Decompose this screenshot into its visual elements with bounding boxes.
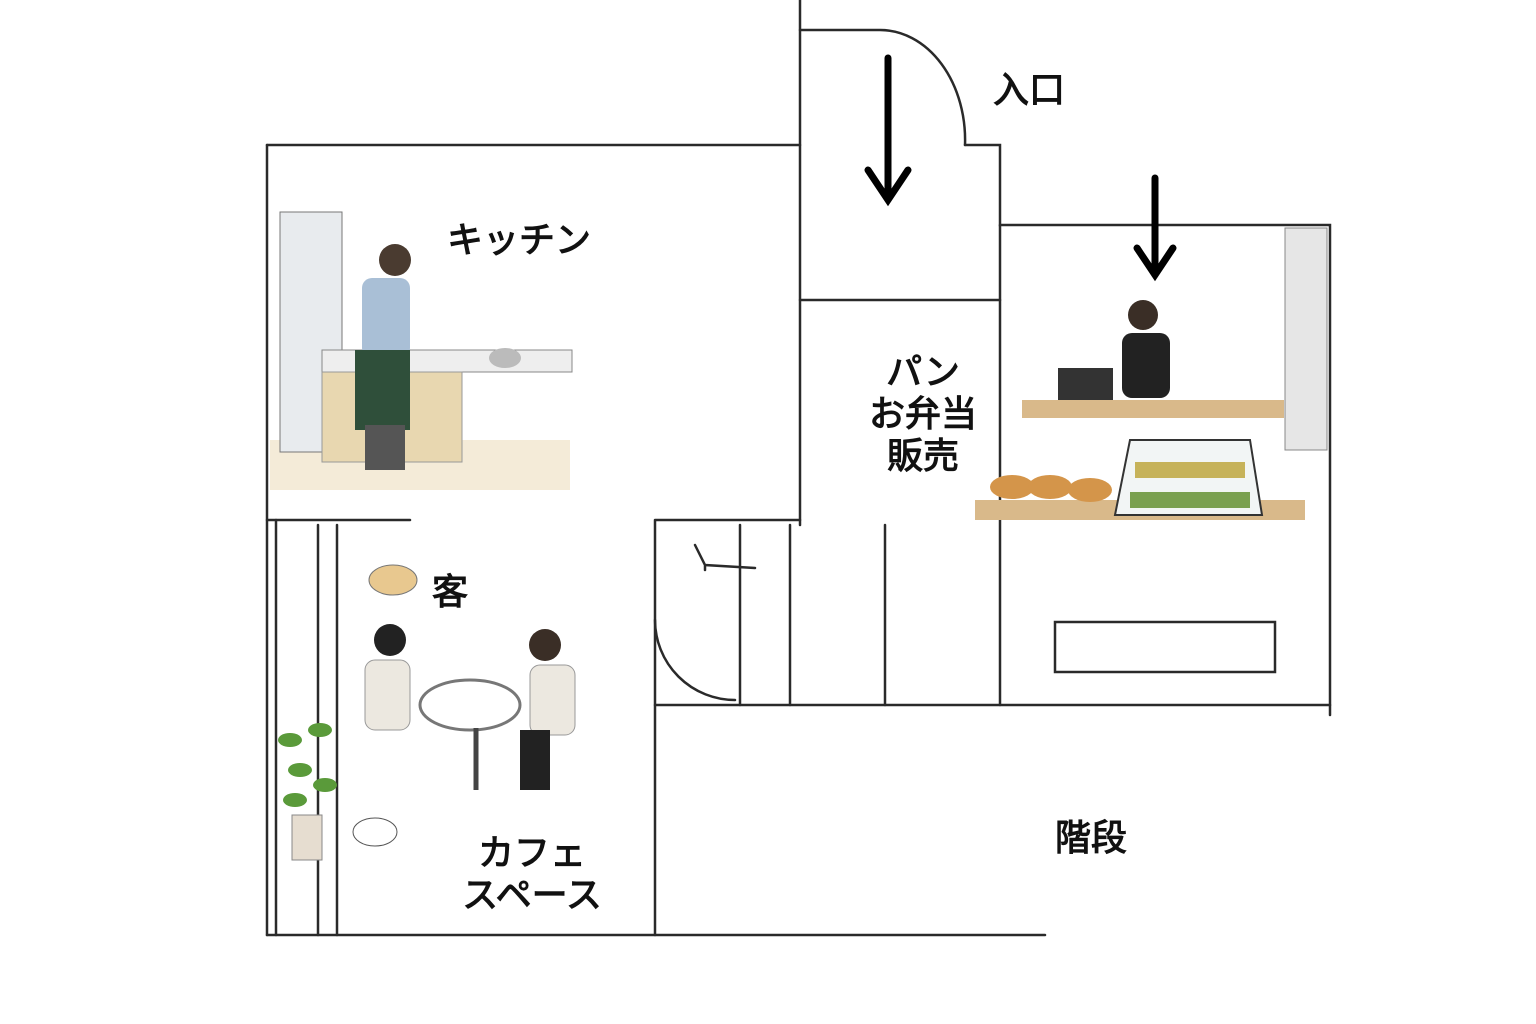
- wall-left: [265, 143, 278, 937]
- stool-icon: [368, 564, 418, 596]
- stairs-direction-arrow: [693, 543, 757, 572]
- bento-row-2: [1130, 492, 1250, 508]
- bread-icons: [990, 475, 1112, 502]
- label-customer: 客: [432, 572, 469, 613]
- customer-2-legs: [520, 730, 550, 790]
- label-sales-line2: お弁当: [868, 394, 977, 435]
- customer-1-head: [374, 624, 406, 656]
- label-sales-line1: パン: [886, 352, 960, 393]
- chef-head: [379, 244, 411, 276]
- arrows: [864, 54, 1177, 282]
- customer-1-body: [364, 659, 411, 731]
- label-cafe: カフェ スペース: [452, 833, 612, 917]
- label-sales: パン お弁当 販売: [858, 352, 988, 478]
- label-cafe-line2: スペース: [462, 875, 602, 916]
- clerk-body: [1122, 333, 1170, 398]
- kitchen-illustration: [270, 211, 573, 490]
- plant-icon: [278, 723, 337, 807]
- label-kitchen: キッチン: [447, 220, 592, 261]
- shop-pillar: [1284, 227, 1328, 451]
- chef-legs: [365, 425, 405, 470]
- cash-register-icon: [1058, 368, 1113, 406]
- shop-arrow-icon: [1133, 174, 1177, 282]
- plant-pot: [291, 814, 323, 861]
- stairs-steps: [738, 523, 887, 707]
- customer-2-head: [529, 629, 561, 661]
- clerk-head: [1128, 300, 1158, 330]
- stairs-wall: [653, 518, 802, 937]
- register-counter: [1022, 400, 1284, 418]
- label-sales-line3: 販売: [886, 436, 959, 477]
- label-entrance: 入口: [993, 70, 1066, 111]
- floor-hatch: [1053, 620, 1277, 674]
- entrance-arrow-icon: [864, 54, 912, 207]
- label-cafe-line1: カフェ: [477, 833, 586, 874]
- cafe-table: [418, 678, 522, 732]
- chef-apron: [355, 350, 410, 430]
- chef-shirt: [362, 278, 410, 358]
- cafe-illustration: [278, 564, 576, 861]
- side-table-icon: [352, 817, 398, 847]
- entrance-door: [798, 28, 967, 147]
- customer-2-body: [529, 664, 576, 736]
- bento-row-1: [1135, 462, 1245, 478]
- label-stairs: 階段: [1055, 818, 1128, 859]
- shop-illustration: [975, 300, 1305, 520]
- pot-icon: [489, 348, 521, 368]
- stairs-curve: [653, 618, 737, 702]
